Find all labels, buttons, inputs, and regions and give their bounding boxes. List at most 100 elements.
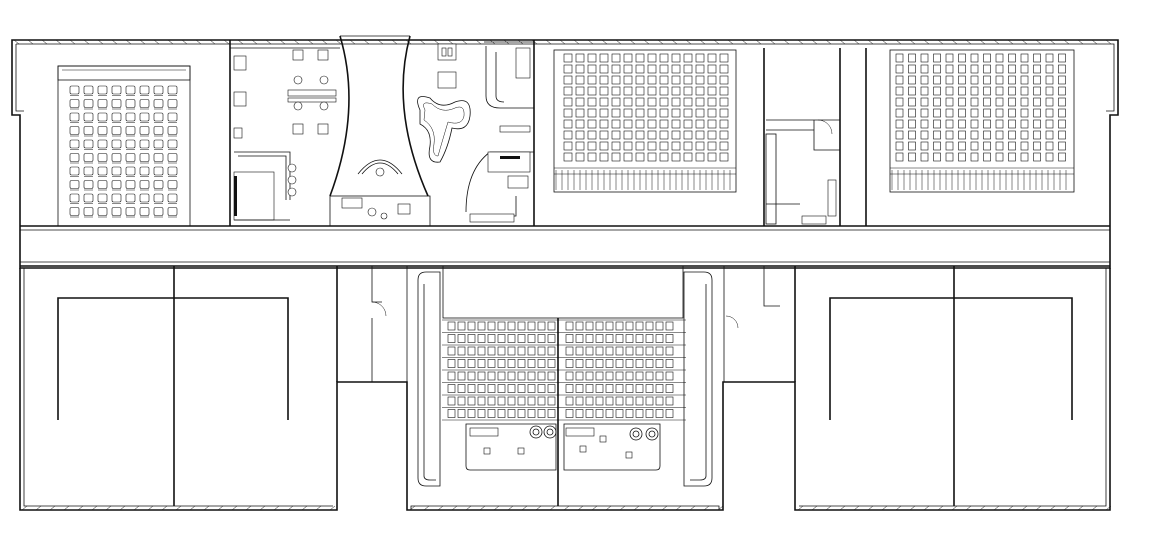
seat	[467, 384, 476, 393]
seat	[1020, 119, 1029, 129]
seat	[983, 108, 991, 118]
seat	[507, 384, 516, 393]
seat	[527, 321, 536, 331]
seat	[615, 359, 624, 368]
seat	[1020, 97, 1029, 107]
seat	[487, 371, 496, 381]
seat	[457, 371, 466, 381]
chair	[139, 126, 150, 135]
seat	[908, 97, 916, 107]
seat	[1033, 75, 1041, 85]
main-corridor	[20, 225, 1110, 267]
seat	[611, 86, 621, 96]
seat	[719, 53, 729, 63]
chair	[83, 99, 94, 108]
seat	[467, 321, 476, 331]
seat	[908, 53, 916, 63]
seat	[933, 130, 941, 140]
central-lobby	[329, 35, 471, 227]
seat	[995, 53, 1004, 63]
seat	[635, 359, 644, 368]
seat	[970, 141, 979, 151]
seat	[683, 152, 693, 162]
chair	[83, 153, 94, 162]
chair	[111, 153, 122, 162]
seat	[945, 130, 954, 140]
hatch-tick	[825, 505, 832, 511]
seat	[933, 141, 941, 151]
seat	[695, 97, 705, 107]
seat	[647, 152, 657, 162]
hatch-tick	[125, 39, 132, 45]
seat	[707, 130, 717, 140]
chair	[125, 85, 136, 95]
hatch-tick	[279, 39, 286, 45]
hatch-tick	[273, 505, 280, 511]
seat	[1033, 141, 1041, 151]
hatch-tick	[475, 39, 482, 45]
seat	[625, 334, 634, 343]
hatch-tick	[587, 39, 594, 45]
seat	[575, 384, 584, 393]
seat	[665, 321, 674, 331]
seat	[895, 108, 904, 118]
seat	[477, 396, 486, 406]
chair	[167, 207, 178, 216]
hatch-tick	[1077, 39, 1084, 45]
seat	[575, 334, 584, 343]
chair	[83, 207, 94, 216]
seat	[507, 346, 516, 356]
seat	[595, 321, 604, 331]
seat	[517, 409, 526, 418]
hatch-tick	[951, 505, 958, 511]
seat	[683, 130, 693, 140]
seat	[1033, 86, 1041, 96]
hatch-tick	[1021, 39, 1028, 45]
seat	[719, 97, 729, 107]
seat	[1033, 108, 1041, 118]
chair	[125, 193, 136, 203]
seat	[467, 359, 476, 368]
seat	[623, 119, 633, 129]
seat	[497, 334, 506, 343]
seat	[595, 346, 604, 356]
seat	[920, 141, 929, 151]
hatch-tick	[577, 505, 584, 511]
seat	[611, 152, 621, 162]
seat	[487, 359, 496, 368]
hatch-tick	[657, 39, 664, 45]
seat	[695, 64, 705, 74]
hatch-tick	[447, 39, 454, 45]
seat	[933, 75, 941, 85]
hatch-tick	[419, 39, 426, 45]
chair	[69, 207, 80, 216]
chair	[111, 99, 122, 108]
hatch-tick	[755, 39, 762, 45]
seat	[467, 371, 476, 381]
seat	[587, 86, 597, 96]
seat	[457, 396, 466, 406]
chair	[139, 85, 150, 95]
seat	[1008, 64, 1016, 74]
seat	[920, 75, 929, 85]
hatch-tick	[77, 505, 84, 511]
hatch-tick	[839, 505, 846, 511]
seat	[635, 119, 645, 129]
seat	[647, 130, 657, 140]
seat	[920, 86, 929, 96]
seat	[563, 97, 573, 107]
seat	[625, 371, 634, 381]
seat	[958, 97, 966, 107]
chair	[111, 180, 122, 189]
seat	[958, 119, 966, 129]
seat	[995, 75, 1004, 85]
hatch-tick	[909, 505, 916, 511]
seat	[707, 152, 717, 162]
seat	[635, 53, 645, 63]
seat	[623, 97, 633, 107]
seat	[707, 97, 717, 107]
seat	[587, 108, 597, 118]
seat	[719, 64, 729, 74]
seat	[645, 396, 654, 406]
